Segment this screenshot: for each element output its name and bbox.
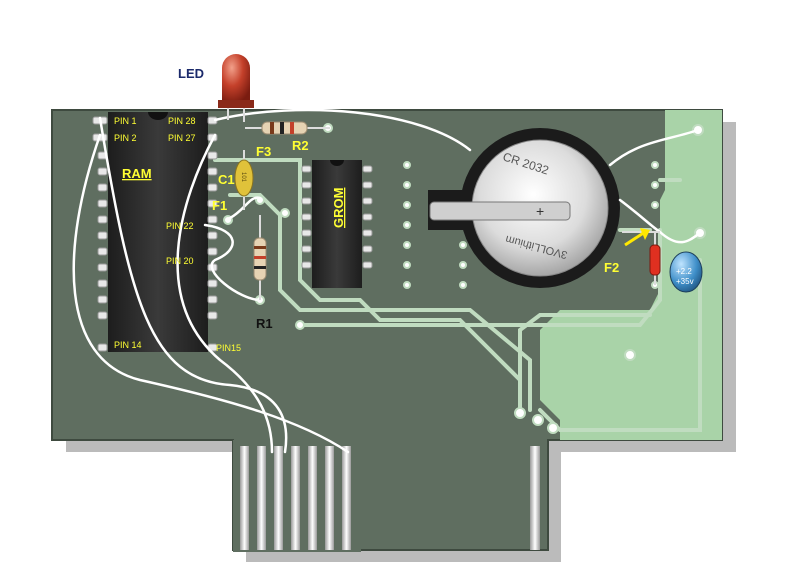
label-grom: GROM [331, 188, 346, 228]
label-f2: F2 [604, 260, 619, 275]
pin-27-label: PIN 27 [168, 133, 196, 143]
capacitor-2u2 [669, 251, 703, 293]
jumper-wires [72, 108, 702, 454]
label-f1: F1 [212, 198, 227, 213]
pin-28-label: PIN 28 [168, 116, 196, 126]
pin-15-label: PIN15 [216, 343, 241, 353]
capacitor-c1 [234, 150, 254, 210]
pin-2-label: PIN 2 [114, 133, 137, 143]
resistor-r1 [253, 215, 267, 300]
ram-chip [92, 112, 218, 352]
label-ram: RAM [122, 166, 152, 181]
led [218, 54, 254, 122]
label-r1: R1 [256, 316, 273, 331]
pin-1-label: PIN 1 [114, 116, 137, 126]
resistor-r2 [245, 121, 330, 135]
label-led: LED [178, 66, 204, 81]
pin-14-label: PIN 14 [114, 340, 142, 350]
diode-f2 [622, 228, 661, 285]
label-r2: R2 [292, 138, 309, 153]
capacitor-voltage-label: +35v [676, 277, 694, 286]
battery-polarity-label: + [536, 203, 544, 219]
pin-22-label: PIN 22 [166, 221, 194, 231]
label-c1: C1 [218, 172, 235, 187]
label-f3: F3 [256, 144, 271, 159]
label-cap-small: 101 [240, 172, 246, 183]
capacitor-value-label: +2.2 [676, 267, 692, 276]
edge-connector [233, 440, 540, 552]
grom-chip [301, 160, 373, 288]
battery-holder [428, 128, 620, 288]
ground-plane [540, 110, 722, 440]
traces [213, 158, 702, 432]
vias [223, 123, 706, 434]
pin-20-label: PIN 20 [166, 256, 194, 266]
